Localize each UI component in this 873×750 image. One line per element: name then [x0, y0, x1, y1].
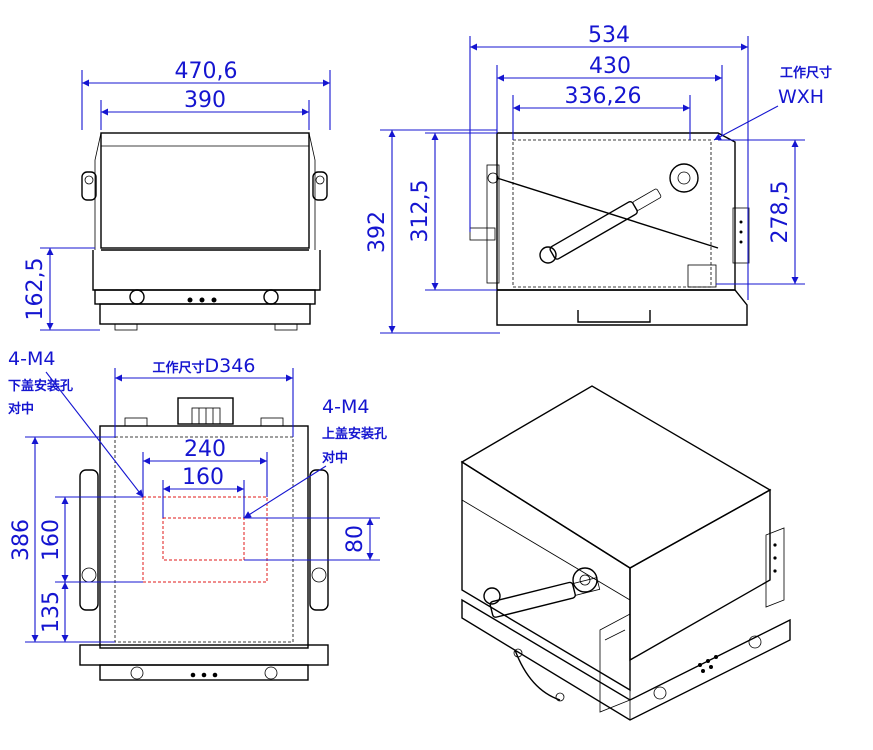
side-total-width-label: 534 [588, 23, 630, 48]
bottom-holes-center: 对中 [8, 401, 34, 417]
bottom-holes-desc: 下盖安装孔 [8, 378, 73, 394]
side-width-336-label: 336,26 [565, 84, 642, 109]
side-view: 534 430 336,26 392 312,5 278,5 工作尺寸 WXH [365, 23, 832, 334]
top-holes-center: 对中 [322, 450, 348, 466]
front-view-body [81, 132, 328, 331]
front-height-label: 162,5 [23, 258, 48, 321]
top-width-160-label: 160 [182, 465, 224, 490]
top-mount-holes-rect [162, 517, 245, 561]
side-height-392-label: 392 [365, 211, 390, 253]
front-width-inner-label: 390 [184, 88, 226, 113]
side-view-body [469, 132, 750, 326]
front-width-outer-label: 470,6 [175, 59, 238, 84]
side-work-size-label: 工作尺寸 [780, 65, 832, 81]
bottom-holes-count: 4-M4 [8, 348, 55, 370]
isometric-view [460, 385, 791, 721]
side-height-312-label: 312,5 [408, 180, 433, 243]
front-view: 470,6 390 162,5 [23, 59, 331, 331]
top-holes-count: 4-M4 [322, 396, 369, 418]
top-width-240-label: 240 [184, 437, 226, 462]
top-height-135-label: 135 [39, 591, 64, 633]
top-height-386-label: 386 [9, 519, 34, 561]
bottom-mount-holes-rect [142, 496, 268, 583]
top-height-160-label: 160 [39, 519, 64, 561]
top-work-depth-label: 工作尺寸D346 [153, 355, 256, 377]
top-view: 工作尺寸D346 240 160 386 160 135 80 4-M4 下盖安… [8, 348, 387, 681]
top-height-80-label: 80 [343, 525, 368, 553]
side-width-430-label: 430 [589, 54, 631, 79]
side-height-278-label: 278,5 [768, 181, 793, 244]
side-work-size-dims: WXH [778, 86, 824, 108]
top-holes-desc: 上盖安装孔 [322, 426, 387, 442]
